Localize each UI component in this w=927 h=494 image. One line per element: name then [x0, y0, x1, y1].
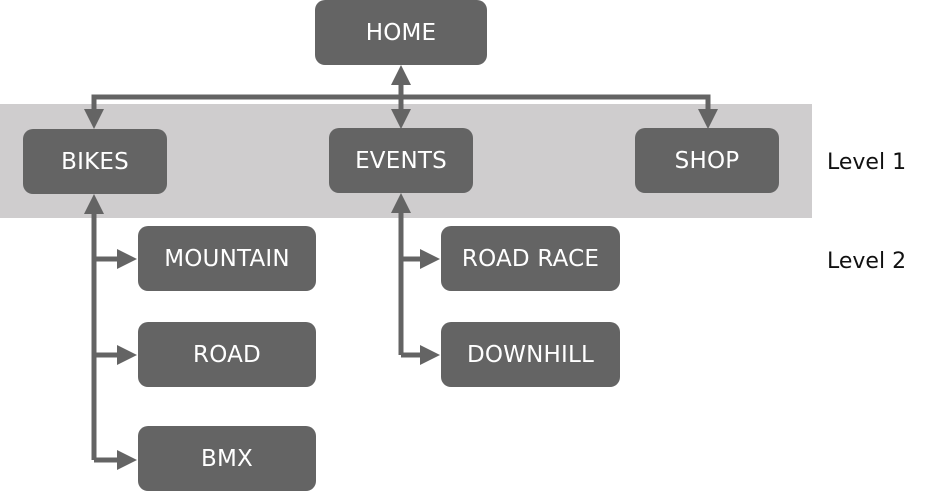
- node-events: EVENTS: [329, 128, 473, 193]
- level-2-label: Level 2: [827, 249, 907, 274]
- node-bikes: BIKES: [23, 129, 167, 194]
- node-road: ROAD: [138, 322, 316, 387]
- node-mountain: MOUNTAIN: [138, 226, 316, 291]
- node-road-race: ROAD RACE: [441, 226, 620, 291]
- node-downhill: DOWNHILL: [441, 322, 620, 387]
- node-home: HOME: [315, 0, 487, 65]
- node-shop: SHOP: [635, 128, 779, 193]
- home-bikes-connector: [84, 94, 401, 129]
- home-shop-connector: [401, 94, 718, 129]
- level-1-label: Level 1: [827, 150, 907, 175]
- node-bmx: BMX: [138, 426, 316, 491]
